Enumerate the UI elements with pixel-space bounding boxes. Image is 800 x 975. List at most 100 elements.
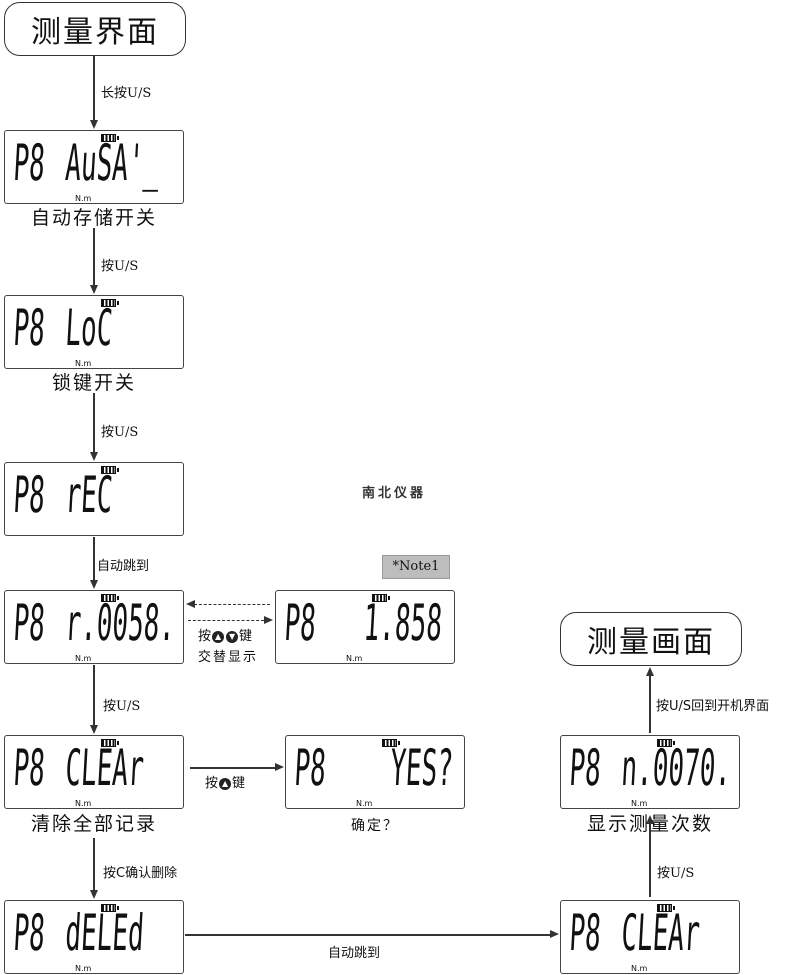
battery-icon [101,299,119,307]
unit-label: N.m [356,799,373,808]
label-text: 键 [232,776,246,791]
arrow-line [93,537,95,581]
lcd-screen-confirm: P8 YES? N.m [285,735,465,809]
lcd-value: CLEAr [63,739,146,797]
lcd-value: rEC [63,466,115,524]
label-confirm-delete: 按C确认删除 [103,866,178,881]
arrow-head-icon [90,285,98,294]
lcd-screen-record-value: P8 1.858 N.m [275,590,455,664]
battery-icon [101,904,119,912]
label-press-us: 按U/S [103,699,141,714]
unit-label: N.m [75,359,92,368]
lcd-screen-autosave: P8 AuSA'_ N.m [4,130,184,204]
arrow-head-icon [646,815,654,824]
lcd-prefix: P8 [11,466,47,524]
lcd-screen-clear: P8 CLEAr N.m [4,735,184,809]
battery-icon [382,739,400,747]
down-key-icon: ▼ [226,630,239,643]
label-long-press: 长按U/S [101,86,152,101]
caption-measure-count: 显示测量次数 [586,813,713,835]
caption-clear: 清除全部记录 [30,813,157,835]
caption-confirm: 确定？ [351,818,399,834]
lcd-prefix: P8 [292,739,328,797]
arrow-line [93,838,95,891]
arrow-line [93,228,95,286]
lcd-prefix: P8 [11,739,47,797]
arrow-line [190,767,276,769]
battery-icon [372,594,390,602]
unit-label: N.m [75,194,92,203]
arrow-head-icon [550,930,559,938]
lcd-value: r.0058. [63,594,177,652]
caption-lock: 锁键开关 [51,372,136,394]
arrow-head-icon [90,452,98,461]
battery-icon [657,739,675,747]
lcd-prefix: P8 [567,904,603,962]
arrow-head-icon [90,890,98,899]
unit-label: N.m [75,654,92,663]
arrow-head-icon [186,600,195,608]
label-text: 按 [205,776,219,791]
lcd-screen-deleted: P8 dELEd N.m [4,900,184,974]
unit-label: N.m [631,799,648,808]
label-text: 按 [198,629,212,644]
arrow-line [93,393,95,453]
lcd-value: dELEd [63,904,146,962]
lcd-screen-rec: P8 rEC [4,462,184,536]
label-press-us: 按U/S [657,866,695,881]
arrow-head-icon [646,667,654,676]
arrow-line [649,675,651,733]
lcd-prefix: P8 [11,299,47,357]
arrow-head-icon [90,725,98,734]
arrow-head-icon [90,580,98,589]
label-alternate: 交替显示 [198,650,259,665]
lcd-value: LoC [63,299,115,357]
lcd-prefix: P8 [11,904,47,962]
lcd-value: YES? [388,739,455,797]
lcd-value: 1.858 [362,594,445,652]
arrow-line [93,665,95,726]
battery-icon [101,466,119,474]
caption-autosave: 自动存储开关 [30,207,157,229]
battery-icon [657,904,675,912]
dashed-arrow-line [188,620,264,621]
arrow-line [93,55,95,121]
label-auto-jump: 自动跳到 [328,946,381,961]
start-box-measure-interface: 测量界面 [4,2,186,56]
lcd-screen-lock: P8 LoC N.m [4,295,184,369]
label-text: 键 [239,629,253,644]
arrow-line [185,934,551,936]
unit-label: N.m [346,654,363,663]
unit-label: N.m [631,964,648,973]
up-key-icon: ▲ [212,630,225,643]
end-box-measure-screen: 测量画面 [560,612,742,666]
note-badge: *Note1 [382,555,450,579]
watermark: 南北仪器 [362,486,427,501]
arrow-head-icon [275,763,284,771]
lcd-value: AuSA'_ [63,134,162,192]
dashed-arrow-line [194,604,270,605]
label-press-updown: 按▲▼键 [198,625,252,644]
lcd-prefix: P8 [11,594,47,652]
lcd-screen-measure-count: P8 n.0070. N.m [560,735,740,809]
up-key-icon: ▲ [219,777,232,790]
label-press-us: 按U/S [101,425,139,440]
label-auto-jump: 自动跳到 [97,559,150,574]
lcd-value: CLEAr [619,904,702,962]
arrow-head-icon [264,616,273,624]
unit-label: N.m [75,964,92,973]
lcd-screen-record-count: P8 r.0058. N.m [4,590,184,664]
unit-label: N.m [75,799,92,808]
battery-icon [101,134,119,142]
lcd-value: n.0070. [619,739,733,797]
label-press-up: 按▲键 [205,772,245,791]
arrow-line [649,823,651,897]
battery-icon [101,739,119,747]
label-press-us: 按U/S [101,259,139,274]
lcd-prefix: P8 [11,134,47,192]
lcd-screen-clear-final: P8 CLEAr N.m [560,900,740,974]
battery-icon [101,594,119,602]
lcd-prefix: P8 [567,739,603,797]
lcd-prefix: P8 [282,594,318,652]
